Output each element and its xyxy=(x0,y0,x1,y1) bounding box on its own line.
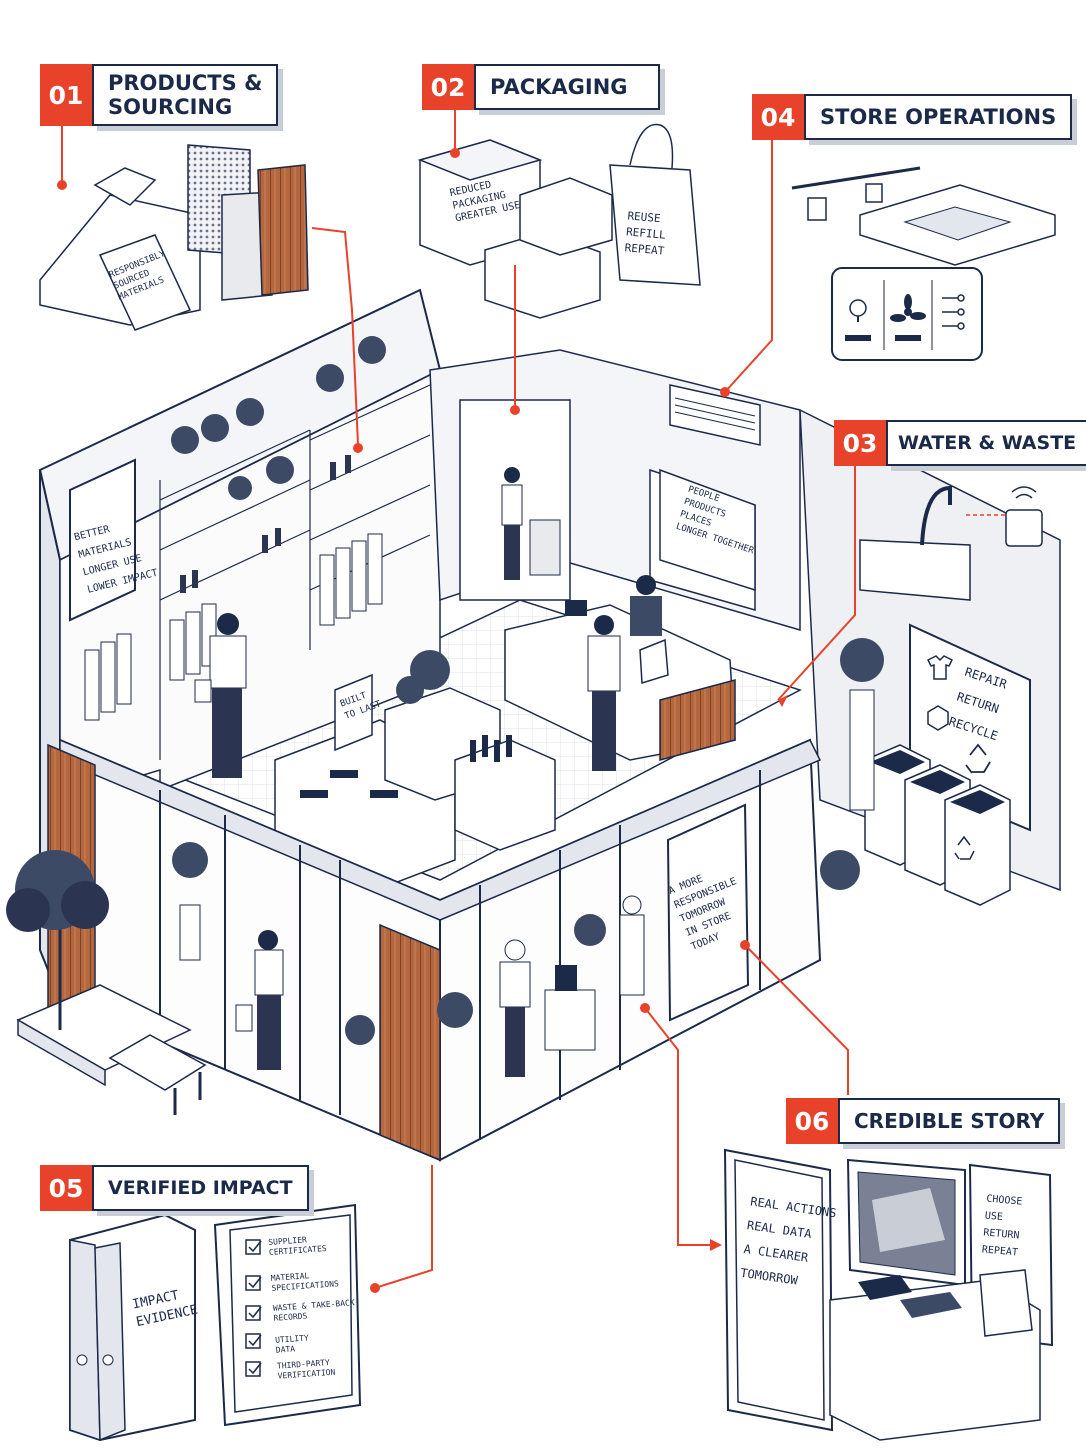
callout-title: WATER & WASTE xyxy=(886,420,1086,466)
callout-number: 02 xyxy=(422,64,474,110)
story-illustration xyxy=(723,1148,1054,1441)
callout-number: 01 xyxy=(40,64,92,126)
center-wall-sign xyxy=(659,468,756,592)
callout-title: VERIFIED IMPACT xyxy=(92,1165,309,1211)
lightbulb-icon xyxy=(849,299,867,322)
connector-lines xyxy=(61,105,856,1289)
tshirt-icon xyxy=(926,655,954,680)
callout-title: PRODUCTS & SOURCING xyxy=(92,64,279,126)
callout-number: 05 xyxy=(40,1165,92,1211)
stockroom xyxy=(429,349,801,631)
callout-products-sourcing: 01 PRODUCTS & SOURCING xyxy=(40,64,279,126)
pedestrian-figure xyxy=(235,930,284,1070)
checklist-item: UTILITY DATA xyxy=(274,1333,310,1355)
story-left-sign-text: REAL ACTIONS REAL DATA A CLEARER TOMORRO… xyxy=(739,1194,838,1288)
callout-number: 03 xyxy=(834,420,886,466)
recycle-icon xyxy=(954,743,991,860)
checklist-item: THIRD-PARTY VERIFICATION xyxy=(276,1358,336,1381)
display-tables xyxy=(274,650,556,901)
callout-number: 04 xyxy=(752,94,804,140)
water-waste-room xyxy=(772,408,1061,918)
shopper-figure xyxy=(194,613,247,778)
box-icon xyxy=(927,705,949,731)
checklist-item: SUPPLIER CERTIFICATES xyxy=(268,1235,327,1257)
packaging-illustration xyxy=(417,123,701,319)
checkbox-icon xyxy=(245,1239,262,1377)
operations-illustration xyxy=(791,166,1056,361)
packaging-bag-text: REUSE REFILL REPEAT xyxy=(624,209,667,258)
story-right-sign-text: CHOOSE USE RETURN REPEAT xyxy=(981,1193,1023,1259)
callout-number: 06 xyxy=(786,1098,838,1144)
callout-credible-story: 06 CREDIBLE STORY xyxy=(786,1098,1061,1144)
store-front xyxy=(47,738,822,1162)
connector-dots xyxy=(57,148,788,1293)
tree-and-bench xyxy=(6,850,207,1115)
callout-title: PACKAGING xyxy=(474,64,660,110)
products-illustration xyxy=(39,144,309,331)
impact-illustration xyxy=(69,1203,362,1442)
callout-title: STORE OPERATIONS xyxy=(804,94,1073,140)
callout-title: CREDIBLE STORY xyxy=(838,1098,1061,1144)
callout-verified-impact: 05 VERIFIED IMPACT xyxy=(40,1165,309,1211)
fan-icon xyxy=(890,294,926,322)
callout-store-operations: 04 STORE OPERATIONS xyxy=(752,94,1073,140)
callout-packaging: 02 PACKAGING xyxy=(422,64,660,110)
checkout-counter xyxy=(504,575,736,771)
callout-water-waste: 03 WATER & WASTE xyxy=(834,420,1086,466)
controls-icon xyxy=(942,294,965,330)
left-wall-sign xyxy=(69,458,136,622)
